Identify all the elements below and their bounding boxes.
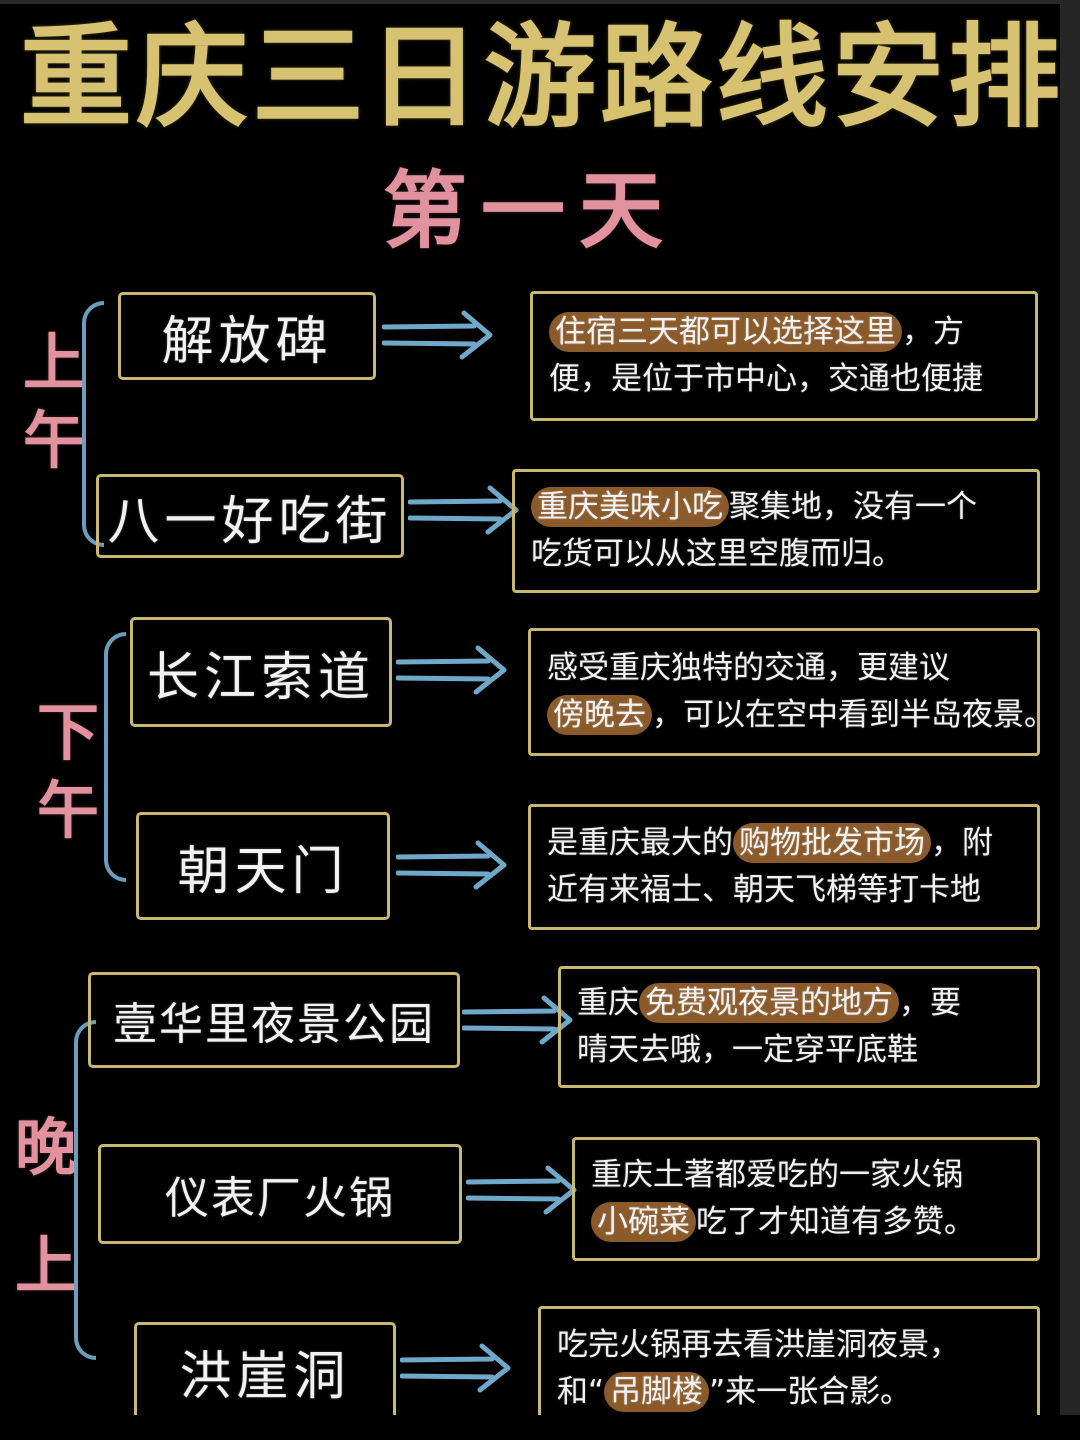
period-label-char: 午 — [22, 403, 85, 477]
page-title: 重庆三日游路线安排 — [20, 13, 1060, 143]
note-text: 吃了才知道有多赞。 — [696, 1204, 975, 1240]
period-label-char: 上 — [14, 1228, 77, 1302]
place-box-chaotianmen[interactable]: 朝天门 — [136, 812, 390, 920]
note-highlight: 小碗菜 — [591, 1202, 696, 1242]
note-line: 住宿三天都可以选择这里，方 — [549, 309, 1021, 356]
note-text: 重庆土著都爱吃的一家火锅 — [591, 1156, 963, 1193]
note-text: ，要 — [899, 984, 961, 1021]
period-label-char: 晚 — [14, 1111, 77, 1184]
place-box-bayi-food-street[interactable]: 八一好吃街 — [96, 474, 404, 558]
note-line: 便，是位于市中心，交通也便捷 — [549, 356, 1021, 403]
note-line: 是重庆最大的购物批发市场，附 — [547, 820, 1023, 867]
double-arrow-right-icon — [466, 1164, 584, 1216]
double-arrow-right-icon — [400, 1342, 518, 1394]
note-line: 和“吊脚楼”来一张合影。 — [557, 1369, 1023, 1415]
place-name: 壹华里夜景公园 — [113, 999, 435, 1050]
double-arrow-right-icon — [382, 309, 500, 361]
place-box-jiefangbei[interactable]: 解放碑 — [118, 292, 376, 380]
note-text: 便，是位于市中心，交通也便捷 — [549, 361, 983, 397]
note-text: ，附 — [931, 824, 993, 861]
place-name: 八一好吃街 — [107, 491, 393, 552]
note-text: 感受重庆独特的交通，更建议 — [547, 649, 950, 686]
note-highlight: 住宿三天都可以选择这里 — [549, 311, 902, 352]
note-text: 和“ — [557, 1374, 605, 1410]
itinerary-board: 重庆三日游路线安排 第一天 上 午 解放碑 住宿三天都可以选择这里，方 便，是位… — [0, 4, 1060, 1415]
note-text: ”来一张合影。 — [709, 1374, 912, 1410]
note-text: 吃完火锅再去看洪崖洞夜景， — [557, 1326, 960, 1363]
note-line: 重庆免费观夜景的地方，要 — [577, 980, 1023, 1027]
day-subtitle: 第一天 — [382, 162, 677, 260]
place-box-yangtze-cableway[interactable]: 长江索道 — [130, 617, 392, 727]
place-name: 朝天门 — [177, 841, 349, 902]
note-text: ，可以在空中看到半岛夜景。 — [652, 697, 1055, 733]
note-box-yibiaochang-hotpot: 重庆土著都爱吃的一家火锅 小碗菜吃了才知道有多赞。 — [572, 1137, 1040, 1261]
note-highlight: 购物批发市场 — [733, 822, 931, 863]
bottom-frame-strip — [0, 1415, 1080, 1440]
place-name: 仪表厂火锅 — [165, 1173, 395, 1224]
note-box-yihuali-night-park: 重庆免费观夜景的地方，要 晴天去哦，一定穿平底鞋 — [558, 966, 1040, 1088]
note-highlight: 重庆美味小吃 — [531, 486, 729, 527]
period-label-morning: 上 午 — [16, 324, 92, 479]
note-box-chaotianmen: 是重庆最大的购物批发市场，附 近有来福士、朝天飞梯等打卡地 — [528, 804, 1040, 930]
top-frame-strip — [0, 0, 1080, 4]
note-box-jiefangbei: 住宿三天都可以选择这里，方 便，是位于市中心，交通也便捷 — [530, 291, 1038, 421]
place-box-hongyadong[interactable]: 洪崖洞 — [134, 1322, 396, 1415]
place-name: 洪崖洞 — [179, 1346, 351, 1407]
note-line: 晴天去哦，一定穿平底鞋 — [577, 1027, 1023, 1074]
note-text: 聚集地，没有一个 — [729, 488, 977, 525]
note-box-hongyadong: 吃完火锅再去看洪崖洞夜景， 和“吊脚楼”来一张合影。 — [538, 1306, 1040, 1415]
note-line: 吃完火锅再去看洪崖洞夜景， — [557, 1322, 1023, 1369]
note-text: 吃货可以从这里空腹而归。 — [531, 536, 903, 572]
note-highlight: 吊脚楼 — [604, 1372, 710, 1412]
double-arrow-right-icon — [396, 644, 514, 696]
note-text: 重庆 — [577, 984, 639, 1021]
double-arrow-right-icon — [408, 484, 526, 536]
double-arrow-right-icon — [396, 839, 514, 891]
place-box-yibiaochang-hotpot[interactable]: 仪表厂火锅 — [98, 1144, 462, 1244]
place-name: 解放碑 — [161, 311, 333, 372]
note-box-bayi-food-street: 重庆美味小吃聚集地，没有一个 吃货可以从这里空腹而归。 — [512, 469, 1040, 593]
note-highlight: 免费观夜景的地方 — [639, 982, 899, 1023]
note-text: 晴天去哦，一定穿平底鞋 — [577, 1032, 918, 1068]
note-line: 重庆美味小吃聚集地，没有一个 — [531, 484, 1023, 531]
note-highlight: 傍晚去 — [547, 695, 652, 735]
note-line: 感受重庆独特的交通，更建议 — [547, 645, 1023, 692]
double-arrow-right-icon — [462, 994, 580, 1046]
place-box-yihuali-night-park[interactable]: 壹华里夜景公园 — [88, 972, 460, 1068]
right-frame-strip — [1060, 0, 1080, 1440]
period-label-char: 下 — [36, 696, 99, 769]
place-name: 长江索道 — [146, 647, 375, 708]
note-text: ，方 — [902, 313, 964, 350]
note-text: 近有来福士、朝天飞梯等打卡地 — [547, 872, 981, 908]
note-line: 近有来福士、朝天飞梯等打卡地 — [547, 867, 1023, 914]
brace-evening — [74, 1020, 96, 1360]
note-box-yangtze-cableway: 感受重庆独特的交通，更建议 傍晚去，可以在空中看到半岛夜景。 — [528, 628, 1055, 756]
note-line: 傍晚去，可以在空中看到半岛夜景。 — [547, 692, 1055, 739]
period-label-char: 上 — [22, 326, 85, 399]
period-label-char: 午 — [36, 773, 99, 847]
brace-afternoon — [104, 632, 126, 882]
period-label-afternoon: 下 午 — [30, 694, 106, 849]
period-label-evening: 晚 上 — [8, 1089, 84, 1325]
note-line: 小碗菜吃了才知道有多赞。 — [591, 1199, 1023, 1246]
note-line: 重庆土著都爱吃的一家火锅 — [591, 1152, 1023, 1199]
note-line: 吃货可以从这里空腹而归。 — [531, 531, 1023, 578]
note-text: 是重庆最大的 — [547, 824, 733, 861]
